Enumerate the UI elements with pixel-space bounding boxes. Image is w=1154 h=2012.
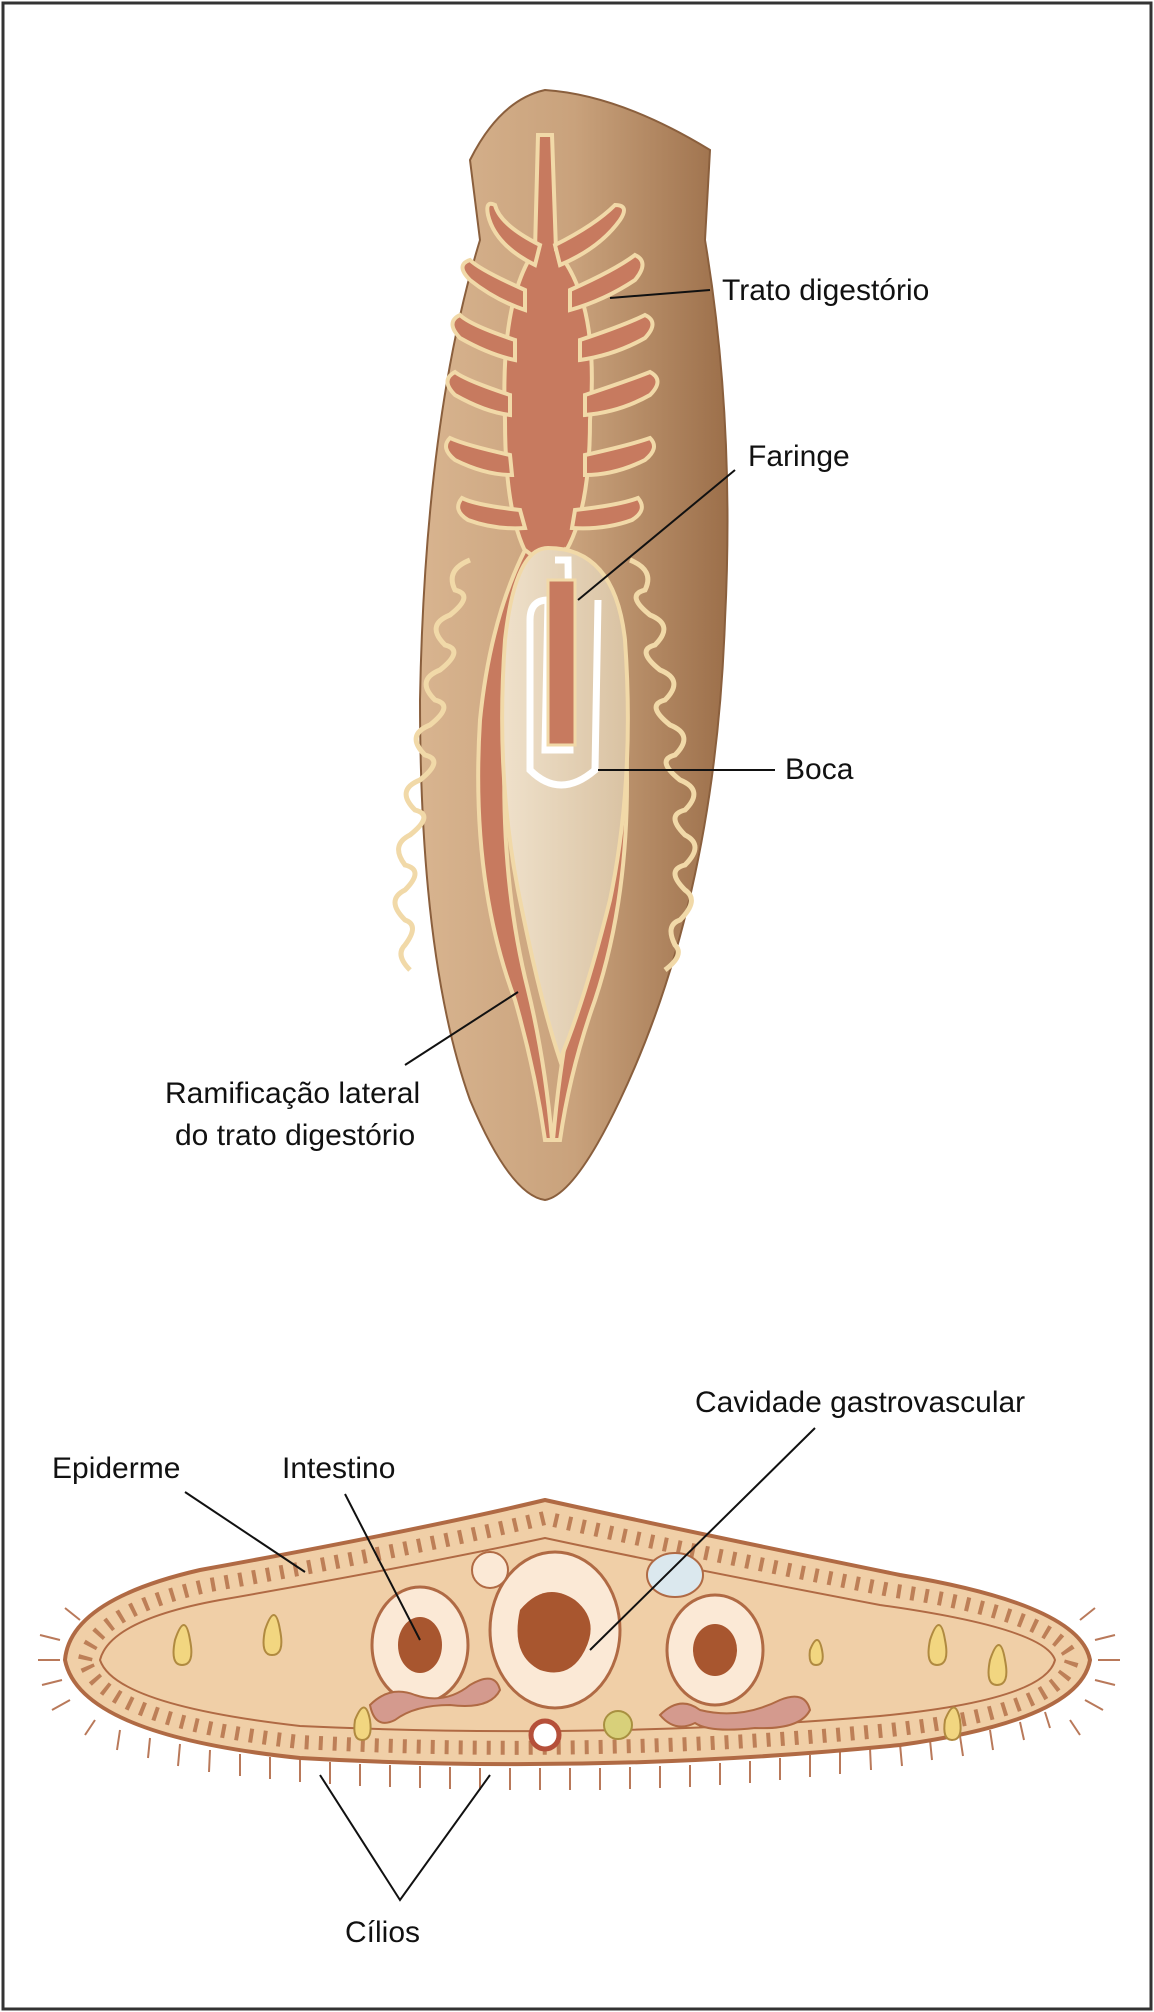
yellow-cell — [604, 1711, 632, 1739]
label-boca: Boca — [785, 753, 854, 786]
planarian-dorsal-view: Trato digestório Faringe Boca Ramificaçã… — [165, 90, 929, 1200]
label-ramificacao-lateral: Ramificação lateral — [165, 1077, 420, 1110]
label-epiderme: Epiderme — [52, 1452, 180, 1485]
blue-cell — [647, 1553, 703, 1597]
small-rosette — [472, 1552, 508, 1588]
label-cavidade-gastrovascular: Cavidade gastrovascular — [695, 1386, 1025, 1419]
gastrovascular-cavity — [490, 1552, 620, 1708]
intestine-right — [667, 1595, 763, 1705]
red-ring-cell — [531, 1721, 559, 1749]
leader-cilios — [320, 1775, 490, 1900]
label-trato-digestorio: Trato digestório — [722, 274, 929, 307]
planarian-cross-section: Cavidade gastrovascular Epiderme Intesti… — [38, 1386, 1120, 1949]
pharynx-lumen — [548, 580, 575, 745]
label-intestino: Intestino — [282, 1452, 395, 1485]
label-cilios: Cílios — [345, 1916, 420, 1949]
label-do-trato-digestorio: do trato digestório — [175, 1119, 415, 1152]
label-faringe: Faringe — [748, 440, 850, 473]
intestine-left — [372, 1587, 468, 1703]
